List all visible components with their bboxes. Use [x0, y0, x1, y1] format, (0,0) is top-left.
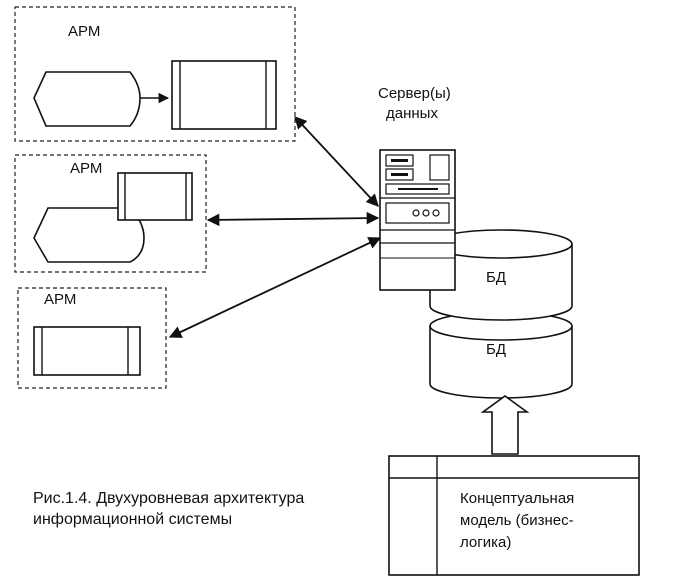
arrow-workstation-1-server [294, 116, 379, 207]
arrow-workstation-2-server [206, 211, 380, 227]
server-label-line-1: Сервер(ы) [378, 85, 451, 102]
workstation-3: АРМ [17, 287, 167, 389]
model-text-line-3: логика) [460, 534, 511, 551]
figure-caption-line-2: информационной системы [33, 511, 232, 528]
database-2: БД [429, 311, 573, 399]
connection-arrows [168, 116, 382, 338]
model-text-line-1: Концептуальная [460, 490, 574, 507]
workstation-2: АРМ [14, 154, 207, 273]
conceptual-model-box: Концептуальная модель (бизнес- логика) [388, 455, 640, 576]
workstation-3-process-box [33, 326, 141, 376]
workstation-3-frame [17, 287, 167, 389]
workstation-2-process-box [117, 172, 193, 221]
database-1-label: БД [486, 269, 506, 286]
model-text-line-2: модель (бизнес- [460, 512, 574, 529]
workstation-3-label: АРМ [44, 291, 76, 308]
workstation-1-frame [14, 6, 296, 142]
model-to-database-arrow [480, 395, 530, 455]
database-1: БД [429, 229, 573, 321]
server-tower-icon [379, 149, 456, 291]
arrow-workstation-3-server [168, 237, 382, 338]
database-2-label: БД [486, 341, 506, 358]
workstation-1-display-shape [33, 71, 141, 127]
workstation-1-process-box [171, 60, 277, 130]
workstation-1: АРМ [14, 6, 296, 142]
workstation-2-label: АРМ [70, 160, 102, 177]
workstation-1-label: АРМ [68, 23, 100, 40]
server-label-line-2: данных [386, 105, 438, 122]
figure-caption-line-1: Рис.1.4. Двухуровневая архитектура [33, 490, 304, 507]
